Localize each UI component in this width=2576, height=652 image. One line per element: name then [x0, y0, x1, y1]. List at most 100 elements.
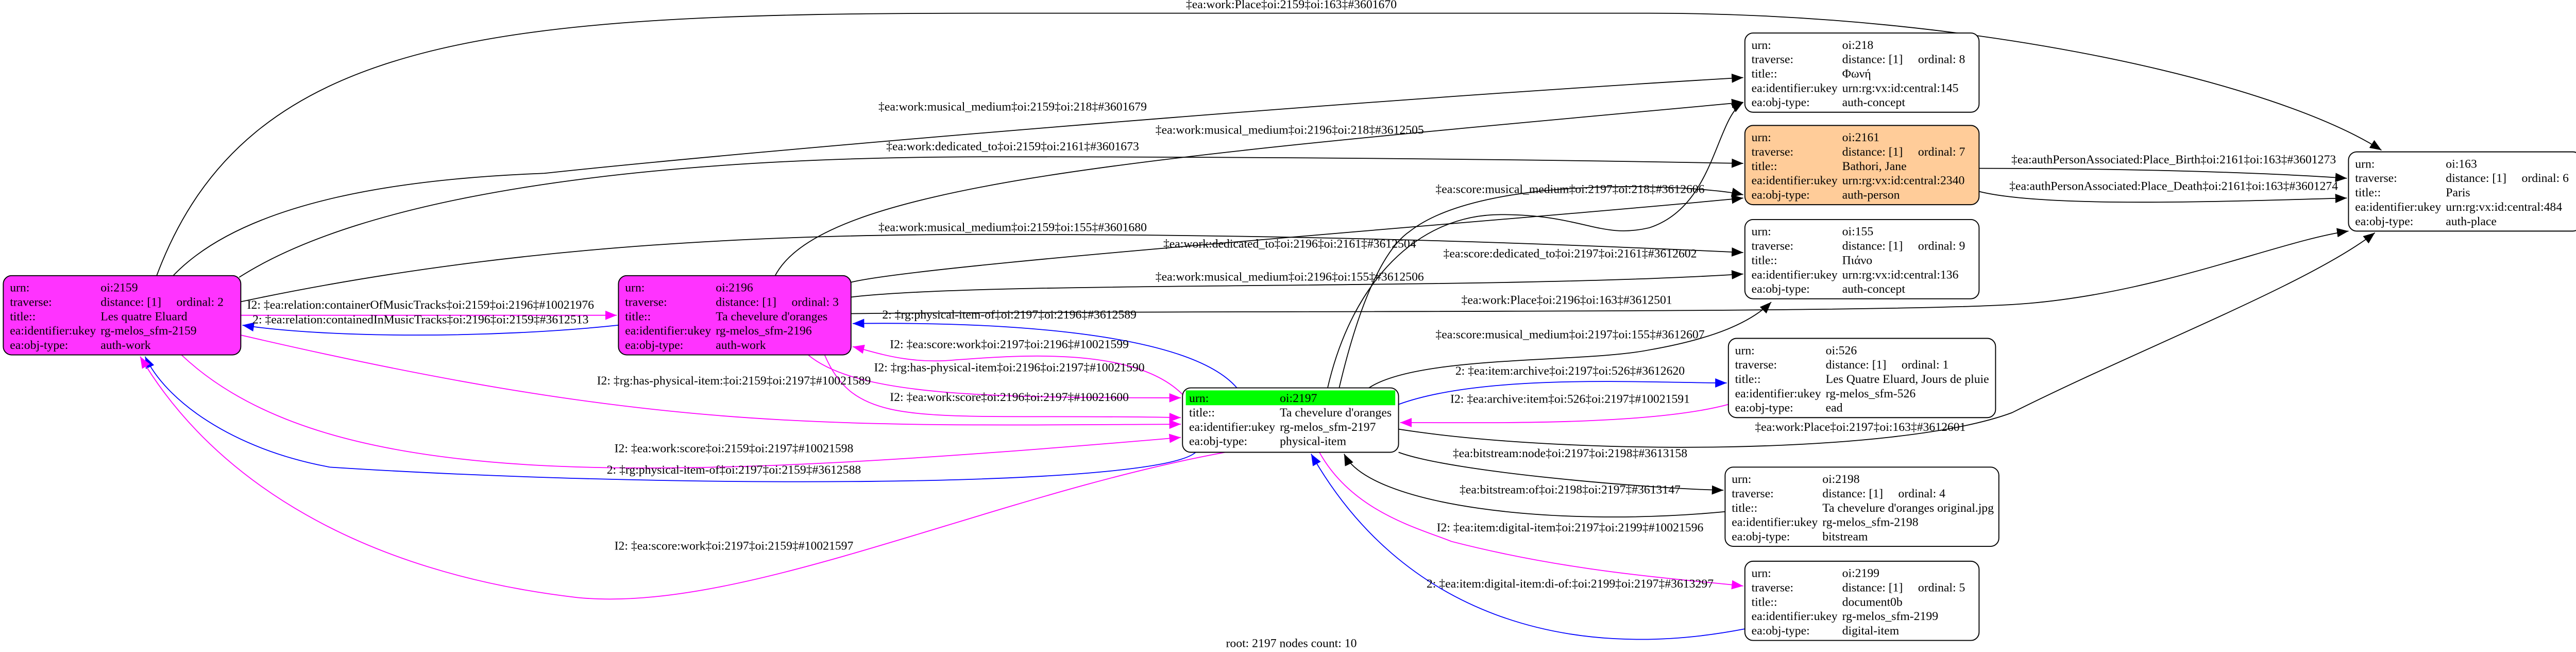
edge-label: ‡ea:work:Place‡oi:2196‡oi:163‡#3612501	[1462, 293, 1672, 307]
edge-2159-to-163[interactable]: ‡ea:work:Place‡oi:2159‡oi:163‡#3601670	[156, 0, 2382, 276]
edge-label: I2: ‡ea:relation:containerOfMusicTracks‡…	[247, 298, 594, 312]
edge-2196-to-163[interactable]: ‡ea:work:Place‡oi:2196‡oi:163‡#3612501	[851, 228, 2349, 314]
row-label-title: title::	[1752, 68, 1777, 81]
edge-2197-to-526[interactable]: 2: ‡ea:item:archive‡oi:2197‡oi:526‡#3612…	[1398, 364, 1727, 405]
row-value-obj_type: auth-person	[1842, 189, 1900, 202]
edge-2196-to-2159[interactable]: 2: ‡ea:relation:containedInMusicTracks‡o…	[242, 313, 619, 336]
edge-2159-to-218[interactable]: ‡ea:work:musical_medium‡oi:2159‡oi:218‡#…	[173, 73, 1743, 276]
edge-2197-to-2199[interactable]: I2: ‡ea:item:digital-item‡oi:2197‡oi:219…	[1319, 452, 1743, 590]
edge-line	[1400, 404, 1729, 427]
node-box	[1744, 32, 1980, 113]
traverse-ordinal: ordinal: 1	[1902, 358, 1948, 372]
edge-2197-to-2161[interactable]: ‡ea:score:dedicated_to‡oi:2197‡oi:2161‡#…	[1338, 186, 1743, 388]
edge-526-to-2197[interactable]: I2: ‡ea:archive:item‡oi:526‡oi:2197‡#100…	[1400, 392, 1729, 427]
row-label-urn: urn:	[1752, 39, 1771, 52]
row-value-title: Ta chevelure d'oranges	[1280, 406, 1392, 420]
row-label-obj_type: ea:obj-type:	[1189, 435, 1247, 448]
edge-label: I2: ‡ea:work:score‡oi:2159‡oi:2197‡#1002…	[615, 442, 854, 455]
node-box	[1744, 125, 1980, 206]
row-value-obj_type: auth-work	[100, 339, 150, 352]
edge-2197-to-2159[interactable]: 2: ‡rg:physical-item-of‡oi:2197‡oi:2159‡…	[144, 356, 1196, 482]
edge-2196-to-218[interactable]: ‡ea:work:musical_medium‡oi:2196‡oi:218‡#…	[774, 98, 1743, 276]
row-label-urn: urn:	[2355, 157, 2375, 171]
row-value-title: Ta chevelure d'oranges original.jpg	[1822, 501, 1994, 515]
row-value-ukey: rg-melos_sfm-2198	[1822, 516, 1918, 529]
row-value-urn: oi:2197	[1280, 392, 1317, 405]
edge-2196-to-2161[interactable]: ‡ea:work:dedicated_to‡oi:2196‡oi:2161‡#3…	[851, 194, 1743, 283]
row-label-ukey: ea:identifier:ukey	[1752, 81, 1838, 95]
edge-label: I2: ‡ea:score:work‡oi:2197‡oi:2196‡#1002…	[890, 338, 1129, 352]
edge-2159-to-2196[interactable]: I2: ‡ea:relation:containerOfMusicTracks‡…	[241, 298, 617, 320]
traverse-distance: distance: [1]	[100, 295, 161, 309]
row-label-title: title::	[1189, 406, 1215, 420]
edge-label: ‡ea:work:musical_medium‡oi:2159‡oi:155‡#…	[878, 221, 1147, 234]
edge-2196-to-2197[interactable]: I2: ‡ea:work:score‡oi:2196‡oi:2197‡#1002…	[824, 355, 1181, 422]
row-label-urn: urn:	[1735, 344, 1755, 357]
edge-2197-to-2196[interactable]: 2: ‡rg:physical-item-of‡oi:2197‡oi:2196‡…	[852, 308, 1238, 389]
edge-label: ‡ea:score:musical_medium‡oi:2197‡oi:155‡…	[1435, 328, 1704, 342]
edge-line	[852, 344, 1185, 397]
row-value-urn: oi:163	[2446, 157, 2477, 171]
edge-label: ‡ea:work:Place‡oi:2159‡oi:163‡#3601670	[1186, 0, 1397, 11]
row-value-title: Paris	[2446, 186, 2470, 199]
edge-2159-to-2197[interactable]: I2: ‡ea:work:score‡oi:2159‡oi:2197‡#1002…	[181, 354, 1181, 469]
edge-line	[173, 73, 1743, 276]
row-label-title: title::	[1752, 254, 1777, 267]
row-label-obj_type: ea:obj-type:	[1735, 402, 1793, 415]
edge-2196-to-155[interactable]: ‡ea:work:musical_medium‡oi:2196‡oi:155‡#…	[851, 270, 1743, 298]
edge-2199-to-2197[interactable]: 2: ‡ea:item:digital-item:di-of:‡oi:2199‡…	[1311, 454, 1745, 640]
edge-line	[1979, 168, 2347, 182]
traverse-distance: distance: [1]	[716, 295, 776, 309]
edge-line	[851, 270, 1743, 298]
row-label-ukey: ea:identifier:ukey	[1752, 610, 1838, 623]
row-value-ukey: rg-melos_sfm-2197	[1280, 421, 1376, 434]
edge-2159-to-155[interactable]: ‡ea:work:musical_medium‡oi:2159‡oi:155‡#…	[239, 221, 1743, 303]
row-value-obj_type: auth-concept	[1842, 282, 1906, 296]
traverse-distance: distance: [1]	[1842, 53, 1903, 66]
edge-2197-to-2159[interactable]: I2: ‡ea:score:work‡oi:2197‡oi:2159‡#1002…	[140, 356, 1226, 600]
row-label-traverse: traverse:	[1735, 358, 1777, 372]
row-label-obj_type: ea:obj-type:	[1752, 282, 1810, 296]
row-value-urn: oi:218	[1842, 39, 1874, 52]
row-label-traverse: traverse:	[1752, 240, 1794, 253]
edge-2161-to-163[interactable]: ‡ea:authPersonAssociated:Place_Death‡oi:…	[1979, 179, 2347, 203]
edge-line	[239, 156, 1743, 278]
edge-2197-to-155[interactable]: ‡ea:score:musical_medium‡oi:2197‡oi:155‡…	[1368, 302, 1772, 389]
edge-2161-to-163[interactable]: ‡ea:authPersonAssociated:Place_Birth‡oi:…	[1979, 153, 2347, 182]
row-label-traverse: traverse:	[1752, 145, 1794, 159]
edge-label: ‡ea:authPersonAssociated:Place_Death‡oi:…	[2009, 179, 2338, 193]
edge-2159-to-2161[interactable]: ‡ea:work:dedicated_to‡oi:2159‡oi:2161‡#3…	[239, 140, 1743, 278]
edge-label: ‡ea:work:musical_medium‡oi:2196‡oi:155‡#…	[1156, 270, 1424, 283]
node-box	[1744, 560, 1980, 641]
row-label-title: title::	[1752, 595, 1777, 609]
traverse-ordinal: ordinal: 7	[1918, 145, 1965, 159]
edge-2198-to-2197[interactable]: ‡ea:bitstream:of‡oi:2198‡oi:2197‡#361314…	[1344, 454, 1725, 517]
edge-line	[851, 228, 2349, 314]
edge-label: I2: ‡ea:score:work‡oi:2197‡oi:2159‡#1002…	[615, 539, 854, 553]
edge-2197-to-163[interactable]: ‡ea:work:Place‡oi:2197‡oi:163‡#3612601	[1398, 232, 2376, 448]
edge-2196-to-2197[interactable]: I2: ‡rg:has-physical-item‡oi:2196‡oi:219…	[807, 354, 1181, 403]
edge-2197-to-2196[interactable]: I2: ‡ea:score:work‡oi:2197‡oi:2196‡#1002…	[852, 338, 1185, 397]
edge-label: I2: ‡ea:item:digital-item‡oi:2197‡oi:219…	[1437, 521, 1704, 534]
row-value-title: Ta chevelure d'oranges	[716, 310, 827, 323]
node-box	[1744, 219, 1980, 299]
row-value-ukey: urn:rg:vx:id:central:145	[1842, 81, 1959, 95]
edge-2159-to-2197[interactable]: I2: ‡rg:has-physical-item:‡oi:2159‡oi:21…	[241, 335, 1181, 429]
row-value-urn: oi:2196	[716, 281, 753, 295]
edge-2197-to-218[interactable]: ‡ea:score:musical_medium‡oi:2197‡oi:218‡…	[1327, 102, 1744, 388]
edge-line	[242, 322, 619, 336]
row-label-obj_type: ea:obj-type:	[10, 339, 68, 352]
edge-line	[144, 356, 1196, 482]
edge-2197-to-2198[interactable]: ‡ea:bitstream:node‡oi:2197‡oi:2198‡#3613…	[1398, 447, 1724, 495]
